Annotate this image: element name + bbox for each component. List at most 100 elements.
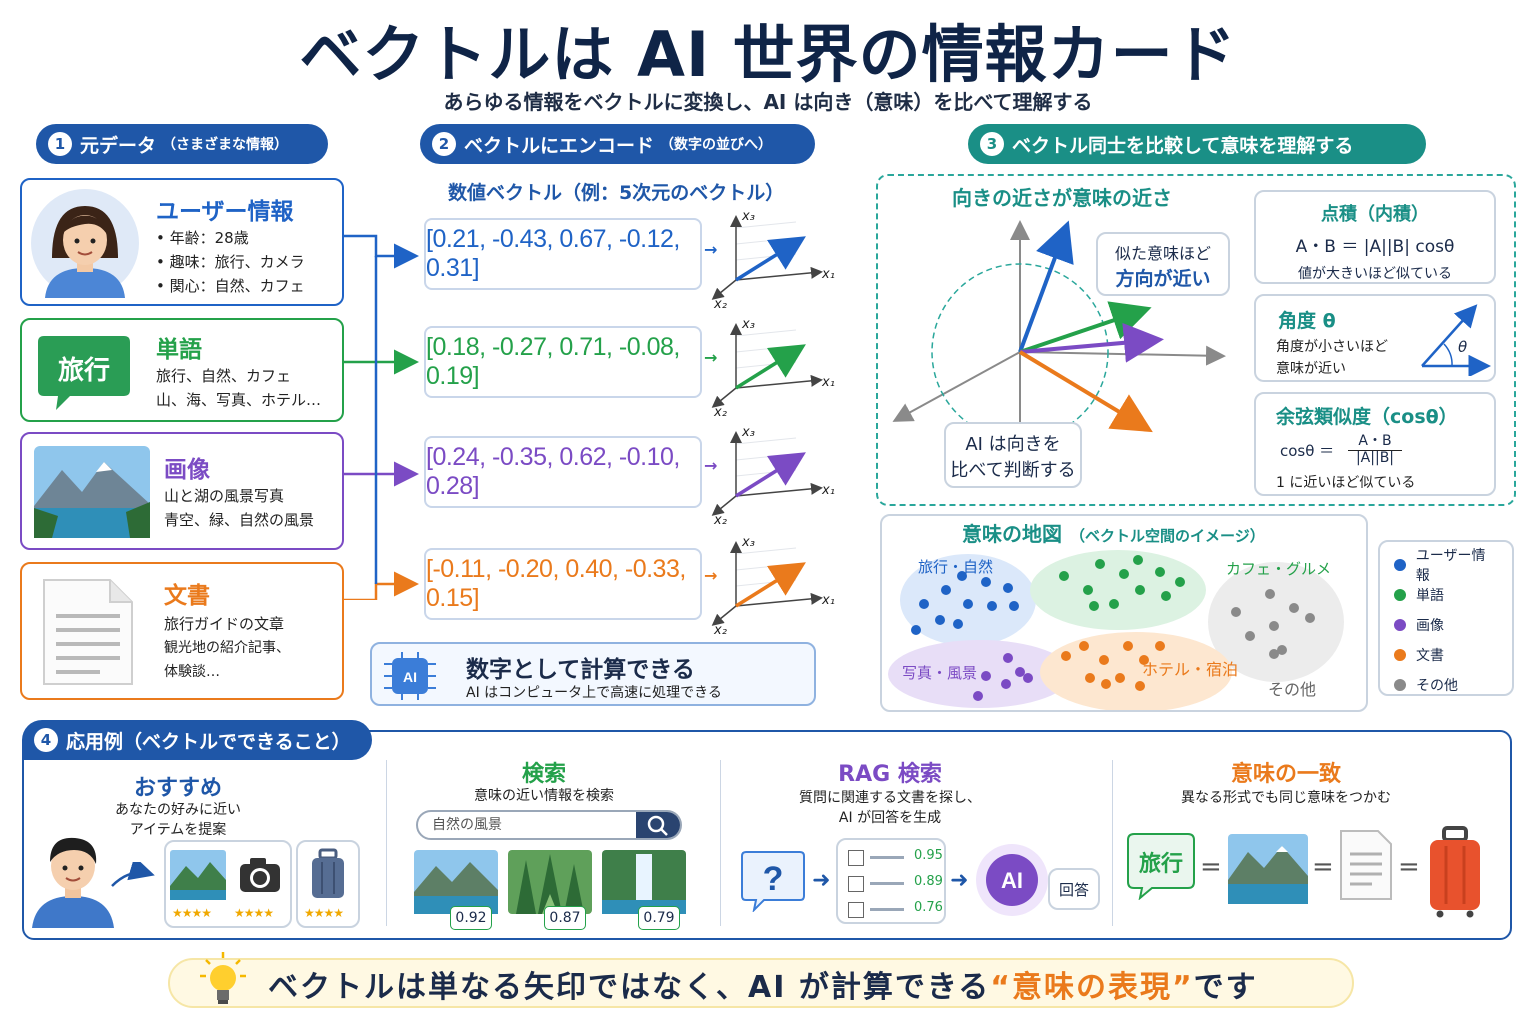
applications-panel	[22, 730, 1512, 940]
cluster-cafe-label: カフェ・グルメ	[1226, 560, 1332, 578]
dot-product-title: 点積（内積）	[1321, 204, 1429, 225]
rag-score: 0.95	[914, 848, 943, 863]
dot-product-box: 点積（内積） A・B ＝ |A||B| cosθ 値が大きいほど似ている	[1254, 190, 1496, 284]
stars-rating: ★★★★	[234, 906, 274, 920]
doc-line	[870, 908, 904, 911]
judge-line-2: 比べて判断する	[950, 460, 1076, 481]
map-point	[1123, 641, 1133, 651]
map-point	[1085, 673, 1095, 683]
bubble-line-2: 方向が近い	[1115, 268, 1211, 290]
search-bar	[416, 810, 682, 840]
cosine-title: 余弦類似度（cosθ）	[1276, 406, 1458, 428]
vector-angle-diagram	[892, 220, 1226, 460]
source-image-details: 山と湖の風景写真 青空、緑、自然の風景	[164, 484, 314, 532]
axis-line	[711, 387, 737, 408]
map-point	[1001, 679, 1011, 689]
map-point	[1109, 599, 1119, 609]
legend-label: その他	[1416, 678, 1458, 694]
legend-item: ユーザー情報	[1394, 548, 1498, 584]
map-point	[1155, 641, 1165, 651]
source-document-line: 旅行ガイドの文章	[164, 615, 285, 633]
match-word-badge: 旅行	[1138, 852, 1183, 877]
section-1-number: 1	[48, 132, 72, 156]
search-result-forest-icon	[508, 850, 592, 914]
map-point	[981, 671, 991, 681]
cosine-desc: 1 に近いほど似ている	[1276, 475, 1416, 491]
map-point	[1119, 569, 1129, 579]
map-point	[1095, 559, 1105, 569]
map-point	[1083, 585, 1093, 595]
source-card-document: 文書 旅行ガイドの文章 観光地の紹介記事、 体験談…	[20, 562, 344, 700]
encode-arrow-icon: →	[704, 566, 718, 585]
question-mark: ?	[763, 860, 784, 898]
source-user-line: • 関心：自然、カフェ	[156, 277, 305, 295]
vector-values-word: [0.18, -0.27, 0.71, -0.08, 0.19]	[426, 333, 680, 390]
section-1-label: 元データ	[80, 134, 157, 157]
vector-box-user: [0.21, -0.43, 0.67, -0.12, 0.31]	[424, 218, 702, 290]
cluster-travel-label: 旅行・自然	[918, 558, 994, 576]
semantic-map	[888, 550, 1344, 710]
axis-label-x1: x₁	[821, 593, 835, 608]
map-point	[1099, 655, 1109, 665]
doc-line	[870, 856, 904, 859]
map-point	[1175, 577, 1185, 587]
axis-line	[711, 279, 737, 300]
angle-desc-2: 意味が近い	[1276, 361, 1346, 377]
map-point	[1101, 679, 1111, 689]
word-badge: 旅行	[57, 356, 110, 386]
map-point	[1133, 555, 1143, 565]
map-point	[1231, 607, 1241, 617]
axis-label-x1: x₁	[821, 267, 835, 282]
map-title-sub: （ベクトル空間のイメージ）	[1070, 527, 1265, 545]
doc-line	[870, 882, 904, 885]
search-button[interactable]	[636, 812, 680, 838]
cluster-cafe-area	[1030, 550, 1206, 630]
map-point	[1269, 621, 1279, 631]
source-card-user: ユーザー情報 • 年齢：28歳 • 趣味：旅行、カメラ • 関心：自然、カフェ	[20, 178, 344, 306]
judge-line-1: AI は向きを	[965, 434, 1061, 455]
legend-item: 文書	[1394, 640, 1498, 670]
legend-item: 画像	[1394, 610, 1498, 640]
map-point	[953, 619, 963, 629]
cosine-box: 余弦類似度（cosθ） cosθ ＝ A・B |A||B| 1 に近いほど似てい…	[1254, 392, 1496, 496]
search-input[interactable]	[430, 815, 634, 833]
encode-arrow-icon: →	[704, 348, 718, 367]
map-point	[963, 599, 973, 609]
angle-theta-icon: θ	[1421, 304, 1491, 376]
vector-values-image: [0.24, -0.35, 0.62, -0.10, 0.28]	[426, 443, 680, 500]
equals-sign: =	[1312, 852, 1334, 882]
map-point	[1115, 673, 1125, 683]
map-point	[1059, 571, 1069, 581]
recommend-desc-1: あなたの好みに近い	[115, 802, 241, 818]
map-point	[1003, 583, 1013, 593]
map-point	[935, 615, 945, 625]
source-user-line: • 趣味：旅行、カメラ	[156, 253, 305, 271]
cosine-denominator: |A||B|	[1355, 450, 1395, 466]
rag-desc-2: AI が回答を生成	[838, 810, 942, 826]
search-desc: 意味の近い情報を検索	[474, 788, 614, 804]
rag-title: RAG 検索	[838, 762, 942, 787]
axis-label-x3: x₃	[741, 425, 755, 440]
map-point	[1009, 601, 1019, 611]
legend-item: 単語	[1394, 580, 1498, 610]
encode-arrow-icon: →	[704, 240, 718, 259]
map-point	[1079, 641, 1089, 651]
source-document-line: 体験談…	[164, 664, 220, 680]
section-2-header: 2 ベクトルにエンコード（数字の並びへ）	[420, 124, 815, 164]
axis-label-x1: x₁	[821, 483, 835, 498]
section-4-header: 4 応用例（ベクトルでできること）	[22, 720, 372, 760]
axis-line	[711, 495, 737, 516]
grid-line	[735, 361, 797, 369]
grid-line	[735, 563, 797, 571]
vector-arrow	[735, 344, 806, 390]
axis-line	[735, 266, 823, 281]
divider	[720, 760, 721, 926]
source-image-line: 山と湖の風景写真	[164, 487, 285, 505]
footer-text-pre: ベクトルは単なる矢印ではなく、AI が計算できる	[268, 970, 991, 1005]
match-desc: 異なる形式でも同じ意味をつかむ	[1181, 790, 1391, 806]
map-point	[1305, 613, 1315, 623]
search-icon	[647, 815, 668, 836]
